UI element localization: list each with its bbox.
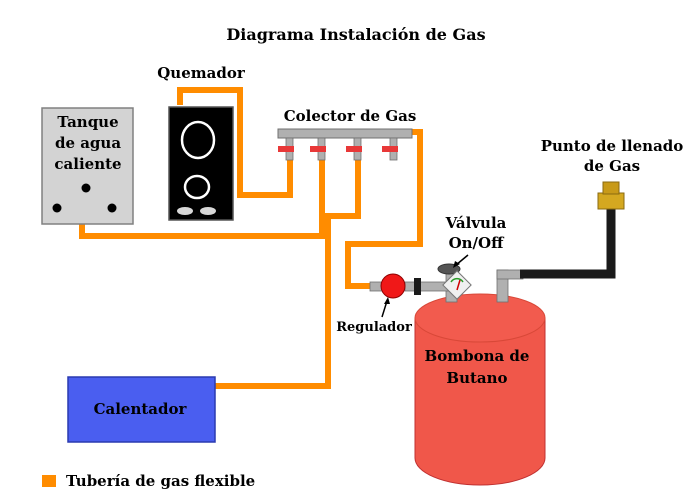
cylinder-label-line-1: Bombona de bbox=[425, 347, 530, 365]
regulator bbox=[380, 273, 406, 299]
legend: Tubería de gas flexible bbox=[42, 472, 255, 490]
tank-dot-icon bbox=[52, 203, 62, 213]
valve-callout: Válvula On/Off bbox=[445, 214, 507, 268]
valve-label-line-1: Válvula bbox=[445, 214, 507, 232]
filler-label-line-1: Punto de llenado bbox=[541, 137, 684, 155]
legend-swatch bbox=[42, 475, 56, 487]
valve-assembly bbox=[369, 263, 524, 303]
burner: Quemador bbox=[157, 64, 246, 221]
burner-knob-icon bbox=[177, 207, 193, 215]
pipe-tank bbox=[79, 150, 325, 239]
tank-dot-icon bbox=[81, 183, 91, 193]
manifold-label: Colector de Gas bbox=[284, 107, 417, 125]
tank-label-line-1: Tanque bbox=[57, 113, 118, 131]
heater: Calentador bbox=[67, 376, 216, 443]
manifold-outlet bbox=[278, 137, 294, 161]
cylinder-label-line-2: Butano bbox=[446, 369, 507, 387]
filler-cap-icon bbox=[597, 192, 625, 210]
burner-ring-icon bbox=[183, 174, 211, 200]
heater-label: Calentador bbox=[94, 400, 188, 418]
pipe-burner bbox=[177, 87, 293, 198]
water-tank: Tanque de agua caliente bbox=[41, 107, 134, 225]
filler-line: Punto de llenado de Gas bbox=[520, 137, 684, 279]
burner-ring-icon bbox=[180, 120, 216, 160]
filler-label-line-2: de Gas bbox=[584, 157, 640, 175]
gas-manifold: Colector de Gas bbox=[277, 107, 417, 161]
gauge-icon bbox=[442, 270, 472, 300]
manifold-outlet bbox=[382, 137, 398, 161]
legend-label: Tubería de gas flexible bbox=[66, 472, 255, 490]
butane-cylinder: Bombona de Butano bbox=[414, 293, 546, 486]
tank-label-line-2: de agua bbox=[55, 134, 121, 152]
burner-knob-icon bbox=[200, 207, 216, 215]
regulator-label: Regulador bbox=[336, 320, 412, 335]
burner-label: Quemador bbox=[157, 64, 246, 82]
tank-label-line-3: caliente bbox=[54, 155, 121, 173]
manifold-outlet bbox=[346, 137, 362, 161]
valve-label-line-2: On/Off bbox=[449, 234, 506, 252]
diagram-title: Diagrama Instalación de Gas bbox=[226, 25, 485, 44]
tank-dot-icon bbox=[107, 203, 117, 213]
pipe-heater bbox=[215, 150, 361, 389]
manifold-outlet bbox=[310, 137, 326, 161]
regulator-callout: Regulador bbox=[336, 297, 412, 335]
